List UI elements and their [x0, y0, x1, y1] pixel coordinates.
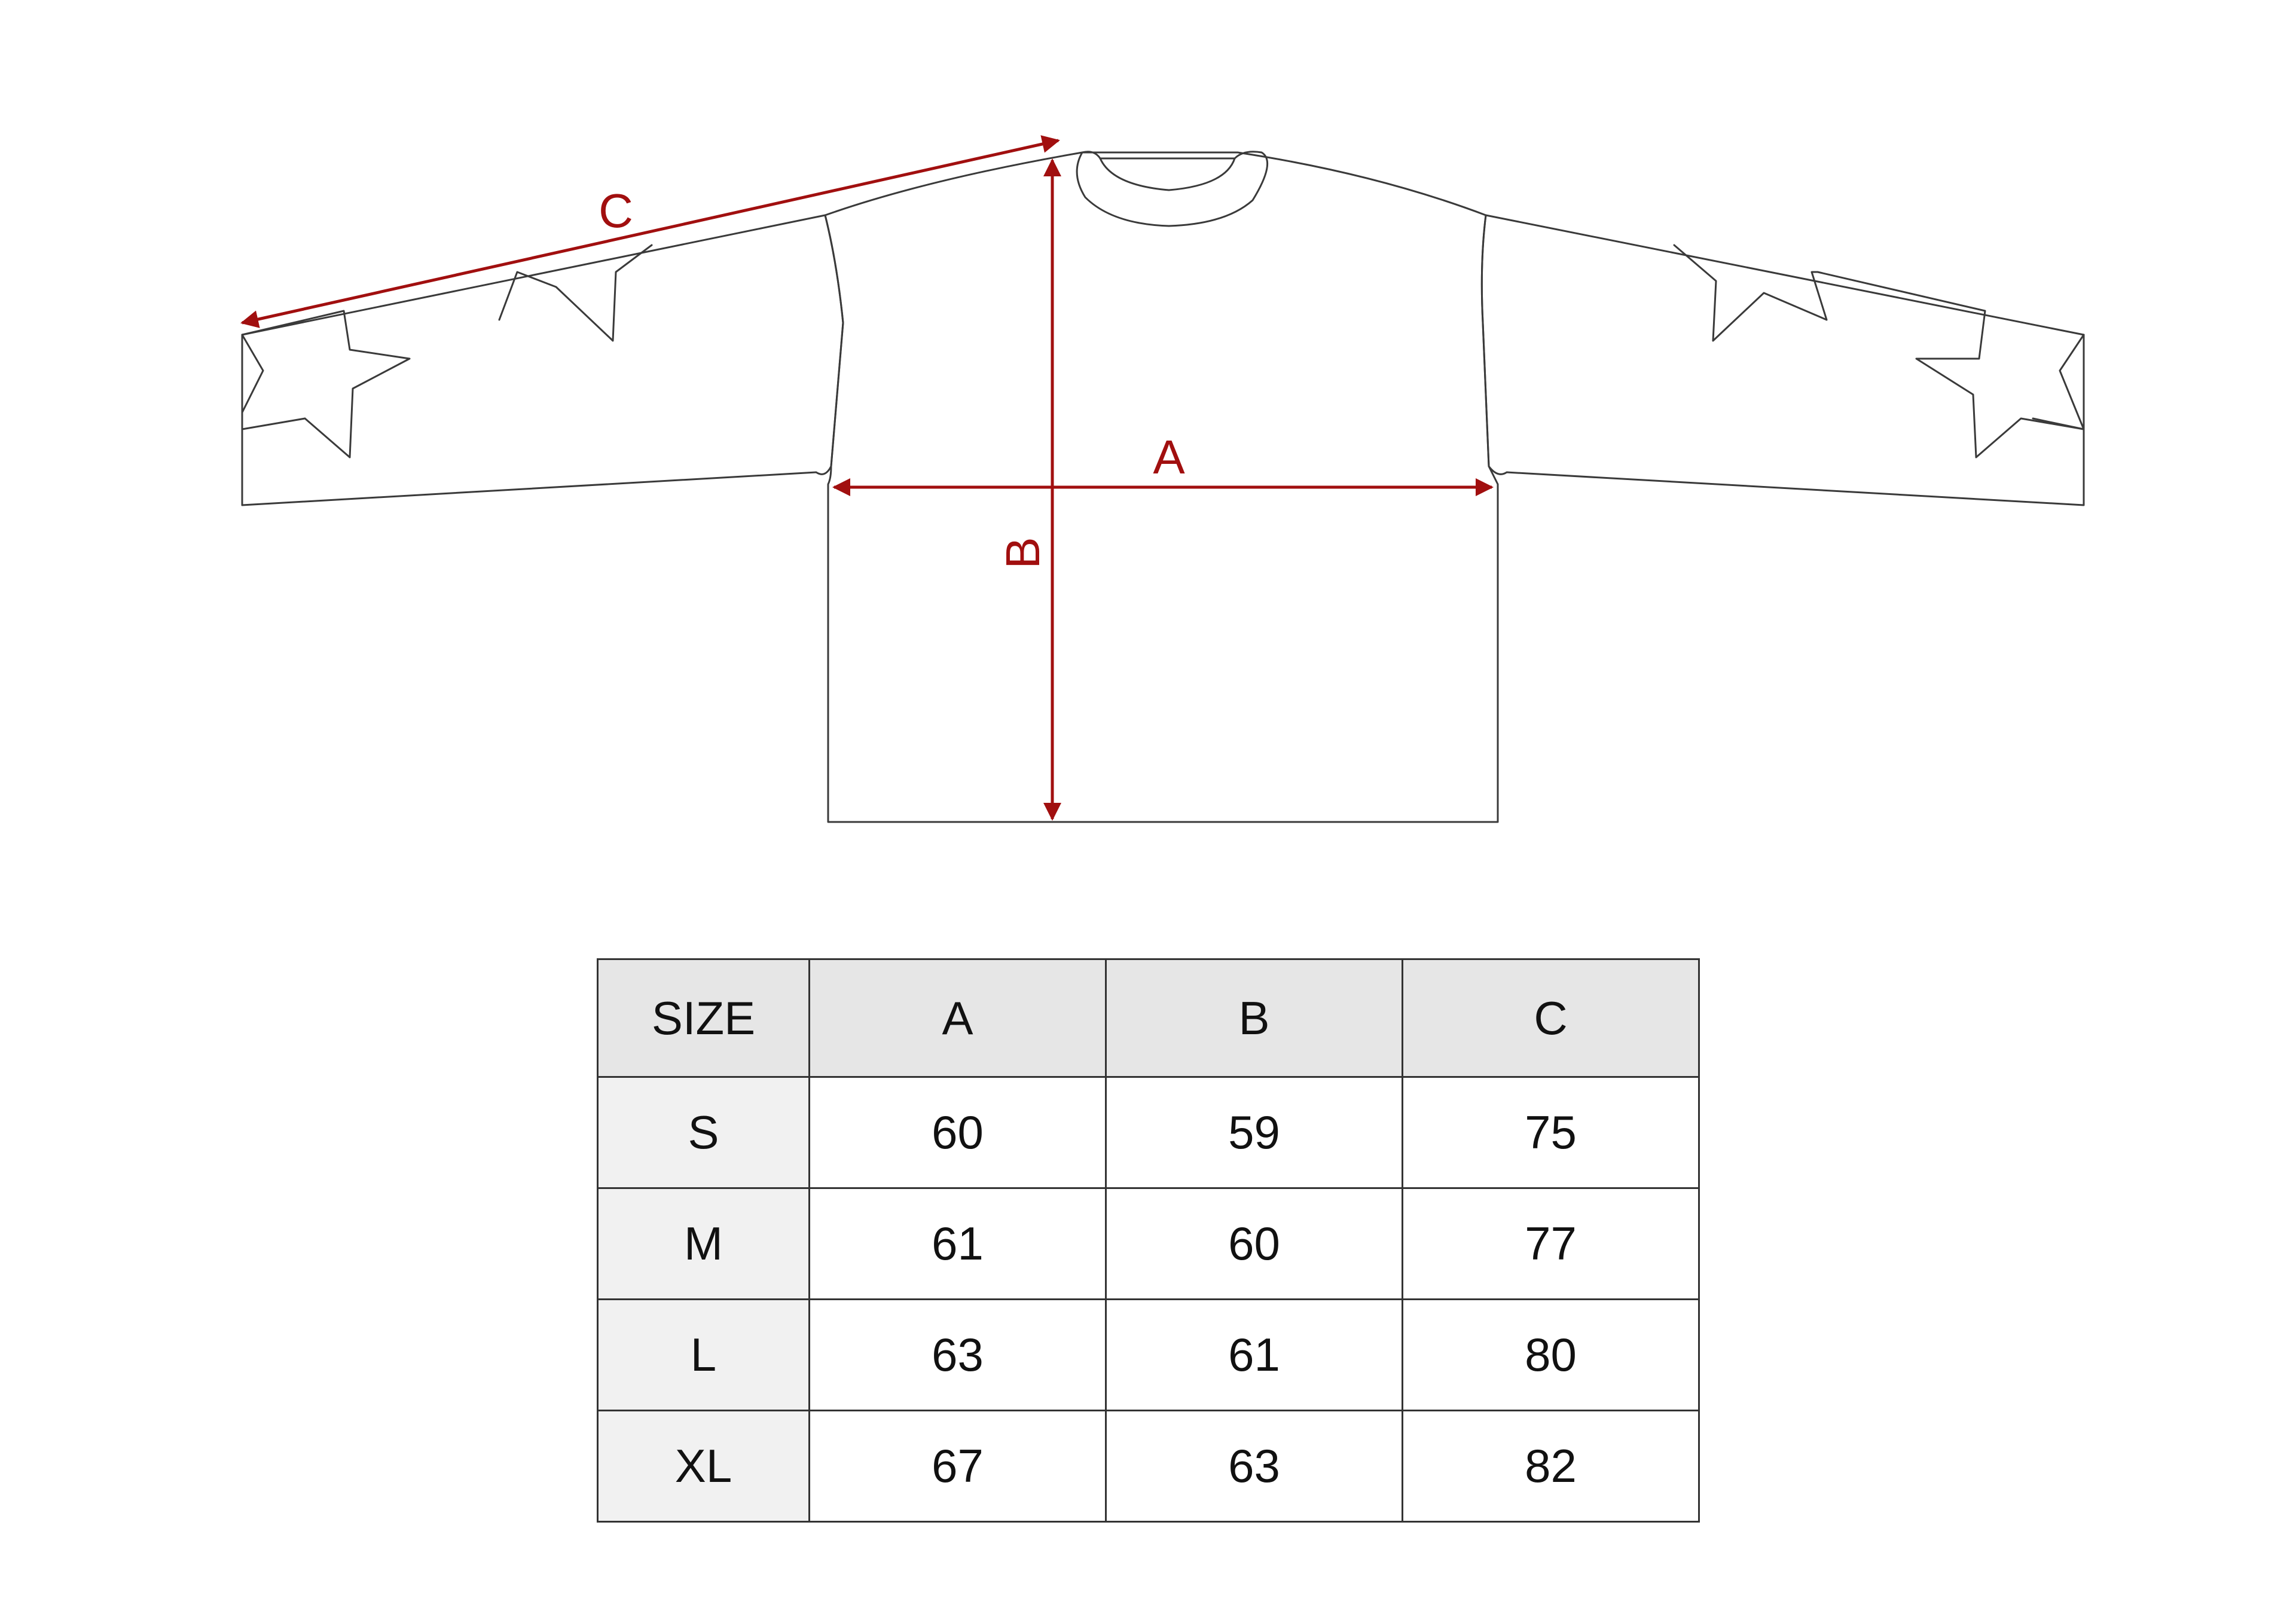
- neckline: [1076, 151, 1269, 227]
- left-cuff: [241, 334, 306, 430]
- dimension-a-label: A: [1153, 430, 1185, 484]
- value-a: 67: [808, 1410, 1107, 1523]
- size-cell: S: [597, 1076, 810, 1189]
- table-row: M 61 60 77: [597, 1187, 1700, 1300]
- dimension-b: B: [996, 158, 1061, 821]
- value-b: 59: [1105, 1076, 1403, 1189]
- value-b: 61: [1105, 1298, 1403, 1411]
- right-sleeve: [1480, 214, 2085, 506]
- header-b: B: [1105, 958, 1403, 1078]
- value-b: 63: [1105, 1410, 1403, 1523]
- header-size: SIZE: [597, 958, 810, 1078]
- value-c: 77: [1402, 1187, 1700, 1300]
- value-c: 75: [1402, 1076, 1700, 1189]
- size-chart-table: SIZE A B C S 60 59 75 M 61 60 77 L 63 61…: [597, 958, 1700, 1523]
- value-a: 63: [808, 1298, 1107, 1411]
- header-c: C: [1402, 958, 1700, 1078]
- table-row: L 63 61 80: [597, 1298, 1700, 1411]
- star-icon: [241, 310, 411, 459]
- value-c: 82: [1402, 1410, 1700, 1523]
- dimension-b-label: B: [996, 537, 1049, 568]
- neckline-inner: [1099, 157, 1236, 191]
- dimension-a: A: [832, 430, 1494, 496]
- garment-diagram: C A B: [240, 135, 2085, 823]
- value-b: 60: [1105, 1187, 1403, 1300]
- table-row: S 60 59 75: [597, 1076, 1700, 1189]
- left-sleeve: [241, 214, 844, 506]
- table-header-row: SIZE A B C: [597, 958, 1700, 1078]
- value-c: 80: [1402, 1298, 1700, 1411]
- shoulder-line: [824, 151, 1487, 216]
- dimension-c: C: [240, 135, 1060, 328]
- right-cuff: [2032, 334, 2085, 430]
- size-cell: L: [597, 1298, 810, 1411]
- size-cell: XL: [597, 1410, 810, 1523]
- value-a: 60: [808, 1076, 1107, 1189]
- header-a: A: [808, 958, 1107, 1078]
- body: [824, 214, 1499, 823]
- table-row: XL 67 63 82: [597, 1410, 1700, 1523]
- star-icon: [1673, 244, 1828, 342]
- value-a: 61: [808, 1187, 1107, 1300]
- dimension-c-label: C: [599, 184, 633, 237]
- star-icon: [1816, 271, 2085, 459]
- size-cell: M: [597, 1187, 810, 1300]
